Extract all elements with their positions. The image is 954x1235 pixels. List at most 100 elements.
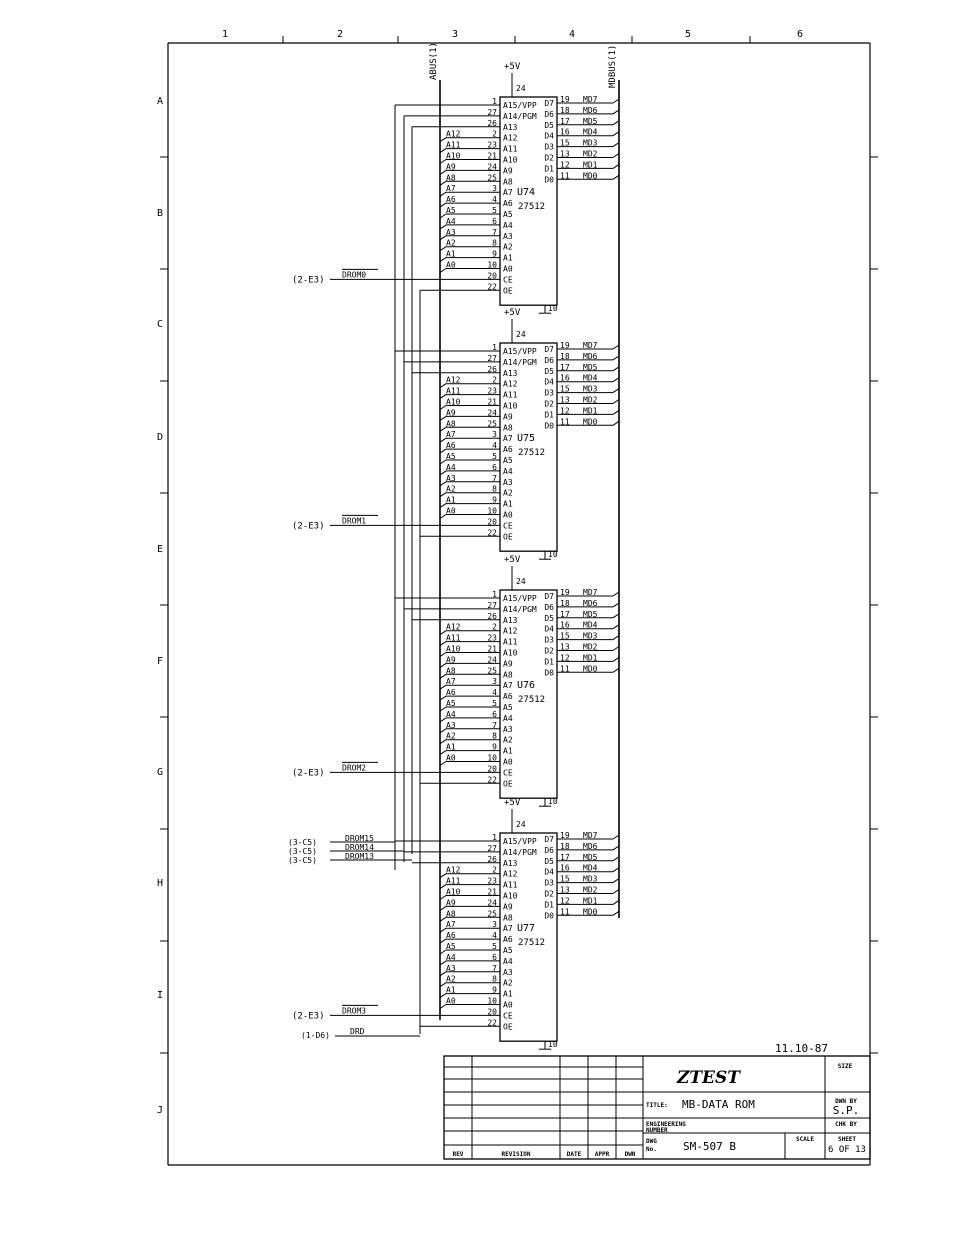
pin-name: D7 [544, 592, 554, 601]
pin-name: A0 [503, 265, 513, 274]
data-bus-label: MDBUS(1) [608, 45, 618, 88]
data-net-label: MD3 [583, 632, 598, 641]
pin-number: 24 [487, 162, 497, 171]
data-net-label: MD2 [583, 396, 598, 405]
data-net-label: MD4 [583, 864, 598, 873]
pin-name: A15/VPP [503, 837, 537, 846]
address-net-label: A3 [446, 228, 456, 237]
address-net-label: A10 [446, 888, 461, 897]
data-net-label: MD4 [583, 128, 598, 137]
pin-number: 22 [487, 775, 497, 784]
address-net-label: A11 [446, 634, 461, 643]
revision-header: REVISION [502, 1151, 531, 1158]
pin-name: D0 [544, 668, 554, 677]
pin-number: 6 [492, 217, 497, 226]
row-label: F [157, 656, 163, 667]
address-net-label: A10 [446, 398, 461, 407]
data-net-label: MD1 [583, 653, 598, 662]
pin-name: D0 [544, 175, 554, 184]
chip-reference: U74 [517, 187, 535, 198]
pin-number: 6 [492, 710, 497, 719]
data-net-label: MD7 [583, 588, 598, 597]
bus-entry [439, 180, 447, 186]
address-net-label: A6 [446, 441, 456, 450]
pin-number: 13 [560, 396, 570, 405]
bus-entry [612, 878, 620, 884]
bus-entry [439, 630, 447, 636]
pin-number: 11 [560, 171, 570, 180]
pin-name: D2 [544, 154, 554, 163]
revision-header: REV [453, 1151, 464, 1158]
chip-enable-ref: (2-E3) [292, 768, 325, 778]
chip-reference: U75 [517, 433, 535, 444]
data-net-label: MD5 [583, 853, 598, 862]
pin-name: D5 [544, 614, 554, 623]
pin-name: D1 [544, 410, 554, 419]
pin-number: 24 [487, 655, 497, 664]
pin-name: OE [503, 286, 513, 295]
pin-name: A14/PGM [503, 358, 537, 367]
pin-name: A4 [503, 467, 513, 476]
external-signals: (3-C5)DROM15(3-C5)DROM14(3-C5)DROM13(1-D… [288, 834, 828, 1055]
column-label: 2 [337, 29, 343, 40]
pin-name: A2 [503, 979, 513, 988]
data-net-label: MD2 [583, 643, 598, 652]
address-net-label: A0 [446, 754, 456, 763]
address-net-label: A8 [446, 666, 456, 675]
data-net-label: MD3 [583, 385, 598, 394]
address-net-label: A10 [446, 152, 461, 161]
pin-number: 6 [492, 953, 497, 962]
pin-number: 22 [487, 1018, 497, 1027]
bus-entry [439, 960, 447, 966]
pin-number: 8 [492, 975, 497, 984]
pin-number: 12 [560, 406, 570, 415]
address-net-label: A11 [446, 877, 461, 886]
bus-entry [439, 884, 447, 890]
bus-entry [612, 646, 620, 651]
data-net-label: MD1 [583, 406, 598, 415]
data-net-label: MD6 [583, 106, 598, 115]
bus-entry [612, 635, 620, 641]
pin-number: 12 [560, 653, 570, 662]
pin-number: 15 [560, 632, 570, 641]
pin-name: D2 [544, 890, 554, 899]
pin-number: 8 [492, 239, 497, 248]
address-net-label: A12 [446, 866, 461, 875]
address-net-label: A5 [446, 452, 456, 461]
pin-name: D4 [544, 132, 554, 141]
data-net-label: MD0 [583, 907, 598, 916]
pin-name: D3 [544, 879, 554, 888]
pin-name: A11 [503, 881, 518, 890]
data-net-label: MD2 [583, 150, 598, 159]
bus-entry [439, 470, 447, 476]
drawing-date: 11.10-87 [775, 1042, 828, 1055]
pin-name: A12 [503, 134, 518, 143]
vcc-pin-number: 24 [516, 577, 526, 586]
pin-name: A12 [503, 870, 518, 879]
pin-name: A1 [503, 990, 513, 999]
pin-number: 7 [492, 964, 497, 973]
bus-entry [439, 971, 447, 977]
pin-name: A6 [503, 692, 513, 701]
pin-name: A15/VPP [503, 594, 537, 603]
pin-number: 26 [487, 119, 497, 128]
pin-number: 10 [487, 997, 497, 1006]
pin-number: 3 [492, 430, 497, 439]
pin-number: 5 [492, 942, 497, 951]
pin-name: A4 [503, 714, 513, 723]
data-net-label: MD0 [583, 417, 598, 426]
pin-name: A14/PGM [503, 605, 537, 614]
pin-name: D4 [544, 868, 554, 877]
pin-name: D5 [544, 857, 554, 866]
address-net-label: A5 [446, 206, 456, 215]
pin-name: D0 [544, 911, 554, 920]
chip-enable-ref: (2-E3) [292, 521, 325, 531]
bus-entry [612, 377, 620, 383]
pin-name: D3 [544, 636, 554, 645]
pin-number: 24 [487, 408, 497, 417]
data-net-label: MD5 [583, 363, 598, 372]
pin-name: D4 [544, 625, 554, 634]
bank-select-ref: (3-C5) [288, 847, 317, 856]
